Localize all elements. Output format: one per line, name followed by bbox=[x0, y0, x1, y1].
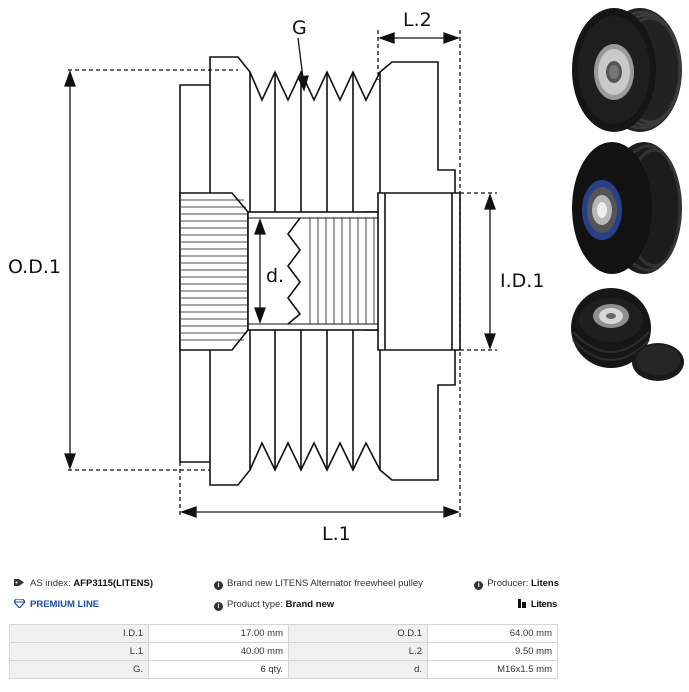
spline-hatching bbox=[181, 199, 247, 341]
producer-value: Litens bbox=[531, 578, 559, 589]
product-photo-with-cap bbox=[571, 288, 684, 381]
premium-line-badge: PREMIUM LINE bbox=[13, 598, 99, 611]
product-photo-front bbox=[572, 8, 682, 132]
spec-label: L.1 bbox=[9, 642, 149, 661]
info-icon: i bbox=[474, 581, 484, 590]
dim-label-d: d. bbox=[266, 265, 284, 287]
spec-table: I.D.1 17.00 mm O.D.1 64.00 mm L.1 40.00 … bbox=[9, 624, 558, 679]
spec-label: I.D.1 bbox=[9, 624, 149, 643]
litens-logo-mark-icon bbox=[517, 599, 526, 611]
pulley-outline bbox=[179, 56, 456, 486]
dim-label-od1: O.D.1 bbox=[8, 256, 61, 278]
pulley-technical-drawing: G L.2 O.D.1 I.D.1 d. L.1 bbox=[8, 9, 544, 545]
spec-label: G. bbox=[9, 660, 149, 679]
as-index-value: AFP3115(LITENS) bbox=[73, 578, 154, 589]
info-icon: i bbox=[214, 602, 223, 611]
spec-value: 64.00 mm bbox=[427, 624, 558, 643]
dim-label-l2: L.2 bbox=[403, 9, 432, 31]
spec-label: O.D.1 bbox=[288, 624, 428, 643]
as-index: AS index: AFP3115(LITENS) bbox=[14, 578, 153, 590]
table-row: I.D.1 17.00 mm O.D.1 64.00 mm bbox=[9, 624, 558, 643]
table-row: G. 6 qty. d. M16x1.5 mm bbox=[9, 660, 558, 679]
spec-value: 17.00 mm bbox=[148, 624, 289, 643]
product-type-value: Brand new bbox=[285, 599, 335, 610]
product-photo-back bbox=[572, 142, 682, 274]
spec-value: 6 qty. bbox=[148, 660, 289, 679]
thread-hatching bbox=[309, 218, 375, 324]
dim-label-g: G bbox=[292, 17, 307, 39]
spec-value: M16x1.5 mm bbox=[427, 660, 558, 679]
dim-label-l1: L.1 bbox=[322, 523, 351, 545]
diamond-icon bbox=[13, 598, 26, 611]
dim-label-id1: I.D.1 bbox=[500, 270, 544, 292]
spec-value: 40.00 mm bbox=[148, 642, 289, 661]
table-row: L.1 40.00 mm L.2 9.50 mm bbox=[9, 642, 558, 661]
info-icon: i bbox=[214, 581, 223, 590]
spec-label: L.2 bbox=[288, 642, 428, 661]
litens-logo: Litens bbox=[517, 599, 557, 611]
spec-value: 9.50 mm bbox=[427, 642, 558, 661]
spec-label: d. bbox=[288, 660, 428, 679]
tag-icon bbox=[14, 578, 25, 590]
